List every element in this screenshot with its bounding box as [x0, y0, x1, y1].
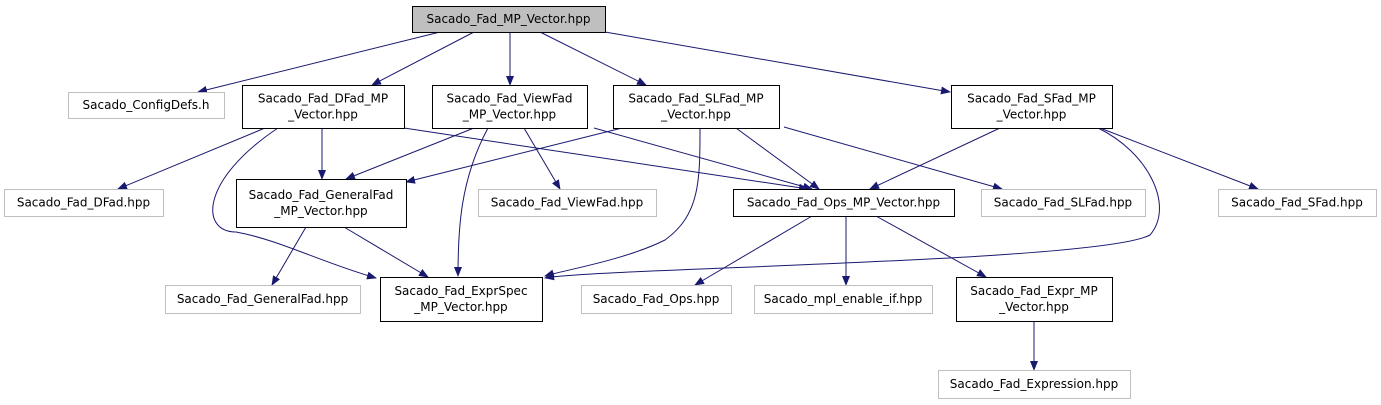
node-box — [478, 189, 657, 217]
node-expression: Sacado_Fad_Expression.hpp — [938, 370, 1131, 399]
node-label-line: Sacado_Fad_Ops.hpp — [593, 292, 720, 306]
node-sfad: Sacado_Fad_SFad.hpp — [1218, 189, 1377, 217]
node-label-line: Sacado_Fad_DFad_MP — [258, 92, 388, 106]
edge-generalfad_mp-to-exprspec_mp — [343, 226, 429, 278]
node-label-line: Sacado_Fad_SLFad_MP — [628, 92, 763, 106]
node-label-line: Sacado_Fad_GeneralFad — [249, 188, 394, 202]
node-box — [380, 277, 543, 322]
node-exprspec-mp[interactable]: Sacado_Fad_ExprSpec _MP_Vector.hpp — [380, 277, 543, 322]
node-ops-mp[interactable]: Sacado_Fad_Ops_MP_Vector.hpp — [733, 189, 955, 217]
edge-sfad_mp-to-exprspec_mp — [544, 127, 1160, 281]
node-generalfad-mp[interactable]: Sacado_Fad_GeneralFad _MP_Vector.hpp — [236, 179, 407, 228]
node-viewfad-mp[interactable]: Sacado_Fad_ViewFad _MP_Vector.hpp — [432, 85, 588, 129]
edge-viewfad_mp-to-generalfad_mp — [345, 127, 475, 180]
edge-sfad_mp-to-ops_mp — [869, 127, 1001, 190]
node-box — [733, 189, 955, 217]
edge-slfad_mp-to-generalfad_mp — [405, 127, 623, 184]
node-slfad: Sacado_Fad_SLFad.hpp — [981, 189, 1146, 217]
node-dfad: Sacado_Fad_DFad.hpp — [4, 189, 164, 217]
node-ops: Sacado_Fad_Ops.hpp — [581, 285, 732, 314]
node-viewfad: Sacado_Fad_ViewFad.hpp — [478, 189, 657, 217]
node-enable-if: Sacado_mpl_enable_if.hpp — [754, 285, 933, 314]
edge-root-to-dfad_mp — [371, 31, 475, 86]
node-label-line: Sacado_Fad_Expr_MP — [970, 284, 1097, 298]
node-label-line: Sacado_Fad_MP_Vector.hpp — [426, 12, 590, 26]
node-label-line: _MP_Vector.hpp — [462, 108, 556, 122]
edge-dfad_mp-to-dfad — [117, 127, 266, 190]
edge-ops_mp-to-ops — [694, 215, 813, 286]
node-label-line: _MP_Vector.hpp — [273, 204, 367, 218]
node-label-line: Sacado_Fad_SFad.hpp — [1231, 196, 1363, 210]
node-layer: Sacado_Fad_MP_Vector.hppSacado_ConfigDef… — [4, 6, 1377, 399]
edge-slfad_mp-to-ops_mp — [735, 127, 820, 190]
node-box — [4, 189, 164, 217]
node-root[interactable]: Sacado_Fad_MP_Vector.hpp — [412, 6, 606, 33]
node-box — [236, 179, 407, 228]
edge-dfad_mp-to-exprspec_mp — [212, 127, 377, 280]
edge-viewfad_mp-to-exprspec_mp — [454, 127, 489, 277]
node-box — [242, 85, 405, 129]
node-label-line: Sacado_Fad_ViewFad — [447, 92, 573, 106]
node-box — [956, 277, 1113, 322]
node-label-line: Sacado_Fad_ExprSpec — [394, 284, 527, 298]
node-label-line: _MP_Vector.hpp — [413, 300, 507, 314]
node-label-line: Sacado_Fad_DFad.hpp — [17, 196, 150, 210]
node-box — [754, 285, 933, 314]
node-box — [613, 85, 780, 129]
node-box — [1218, 189, 1377, 217]
node-box — [165, 285, 361, 314]
edge-viewfad_mp-to-ops_mp — [593, 127, 813, 191]
node-box — [432, 85, 588, 129]
node-box — [938, 370, 1131, 399]
edge-generalfad_mp-to-generalfad — [271, 226, 307, 286]
node-slfad-mp[interactable]: Sacado_Fad_SLFad_MP _Vector.hpp — [613, 85, 780, 129]
node-label-line: _Vector.hpp — [660, 108, 731, 122]
node-label-line: Sacado_Fad_Expression.hpp — [950, 377, 1118, 391]
node-label-line: _Vector.hpp — [998, 300, 1069, 314]
edge-layer — [117, 31, 1259, 371]
edge-root-to-sfad_mp — [604, 31, 951, 95]
edge-viewfad_mp-to-viewfad — [523, 127, 561, 190]
node-sfad-mp[interactable]: Sacado_Fad_SFad_MP _Vector.hpp — [951, 85, 1113, 129]
node-configdefs: Sacado_ConfigDefs.h — [68, 92, 225, 119]
edge-slfad_mp-to-exprspec_mp — [544, 127, 701, 278]
node-box — [581, 285, 732, 314]
node-label-line: Sacado_Fad_ViewFad.hpp — [491, 196, 644, 210]
node-label-line: Sacado_mpl_enable_if.hpp — [764, 292, 923, 306]
edge-root-to-configdefs — [197, 31, 441, 94]
node-label-line: Sacado_Fad_SFad_MP — [967, 92, 1096, 106]
node-box — [412, 6, 606, 33]
node-expr-mp[interactable]: Sacado_Fad_Expr_MP _Vector.hpp — [956, 277, 1113, 322]
node-label-line: Sacado_ConfigDefs.h — [83, 98, 210, 112]
node-label-line: Sacado_Fad_GeneralFad.hpp — [177, 292, 348, 306]
node-box — [68, 92, 225, 119]
node-label-line: Sacado_Fad_SLFad.hpp — [994, 196, 1132, 210]
node-label-line: _Vector.hpp — [996, 108, 1067, 122]
node-label-line: Sacado_Fad_Ops_MP_Vector.hpp — [747, 196, 940, 210]
edge-slfad_mp-to-slfad — [783, 126, 1003, 191]
edge-dfad_mp-to-ops_mp — [403, 127, 809, 192]
node-generalfad: Sacado_Fad_GeneralFad.hpp — [165, 285, 361, 314]
edge-sfad_mp-to-sfad — [1099, 127, 1259, 190]
node-box — [951, 85, 1113, 129]
node-dfad-mp[interactable]: Sacado_Fad_DFad_MP _Vector.hpp — [242, 85, 405, 129]
node-label-line: _Vector.hpp — [287, 108, 358, 122]
node-box — [981, 189, 1146, 217]
edge-root-to-slfad_mp — [539, 31, 647, 86]
edge-ops_mp-to-expr_mp — [875, 215, 987, 278]
